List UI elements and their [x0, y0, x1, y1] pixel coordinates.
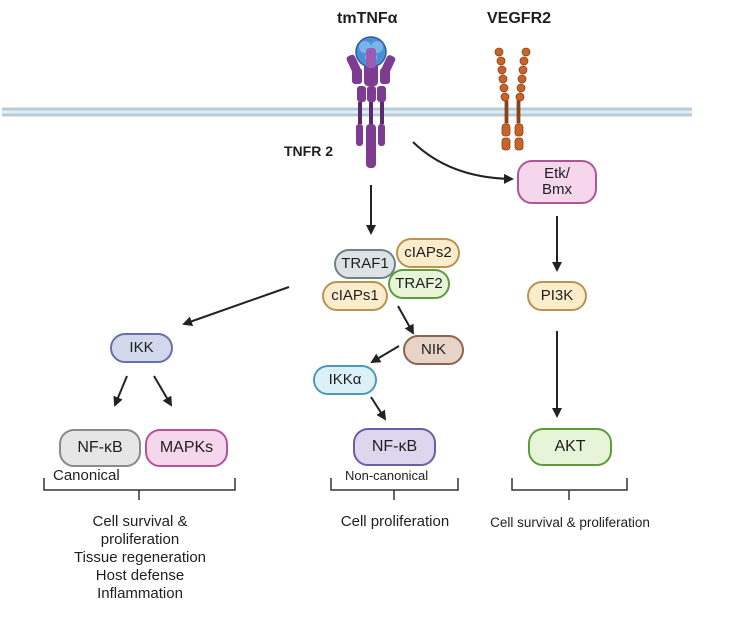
ikk-node: IKK [110, 333, 173, 363]
arrow-tnfr-to-etk [412, 141, 514, 184]
arrow-ikka-to-nfkb [370, 396, 387, 421]
ciaps1-node: cIAPs1 [322, 281, 388, 311]
tmtnfa-ligand-icon [355, 36, 387, 68]
nfkb-canonical-node: NF-κB [59, 429, 141, 467]
traf2-node: TRAF2 [388, 269, 450, 299]
nfkb-noncanonical-node: NF-κB [353, 428, 436, 466]
tnfr2-receptor-icon [346, 54, 396, 168]
nik-node: NIK [403, 335, 464, 365]
non-canonical-label: Non-canonical [345, 468, 429, 483]
ciaps2-node: cIAPs2 [396, 238, 460, 268]
outcome-left-line: Inflammation [97, 585, 183, 602]
brackets [43, 478, 628, 500]
arrow-nik-to-ikka [370, 345, 400, 364]
arrow-ikk-to-mapks [153, 375, 173, 407]
bracket-right [511, 478, 628, 491]
vegfr2-label: VEGFR2 [487, 10, 552, 27]
outcome-left-line: Cell survival & [92, 513, 188, 530]
tnfr2-label: TNFR 2 [284, 143, 333, 159]
akt-node: AKT [528, 428, 612, 466]
arrow-traf-to-nik [397, 305, 414, 335]
arrow-traf-to-ikk [182, 286, 290, 327]
etk-bmx-node: Etk/ Bmx [517, 160, 597, 204]
outcome-left: Cell survival & proliferation Tissue reg… [40, 513, 240, 603]
outcome-right: Cell survival & proliferation [490, 515, 650, 530]
vegfr2-receptor-icon [494, 47, 531, 151]
cell-membrane [2, 107, 692, 117]
arrows [113, 141, 562, 421]
ikka-node: IKKα [313, 365, 377, 395]
ligand-label: tmTNFα [337, 10, 398, 27]
traf1-node: TRAF1 [334, 249, 396, 279]
pi3k-node: PI3K [527, 281, 587, 311]
canonical-label: Canonical [53, 467, 120, 484]
outcome-left-line: Host defense [95, 567, 185, 584]
outcome-middle: Cell proliferation [340, 513, 450, 530]
arrow-ikk-to-nfkb [113, 375, 128, 407]
outcome-left-line: proliferation [100, 531, 180, 548]
outcome-left-line: Tissue regeneration [73, 549, 207, 566]
mapks-node: MAPKs [145, 429, 228, 467]
